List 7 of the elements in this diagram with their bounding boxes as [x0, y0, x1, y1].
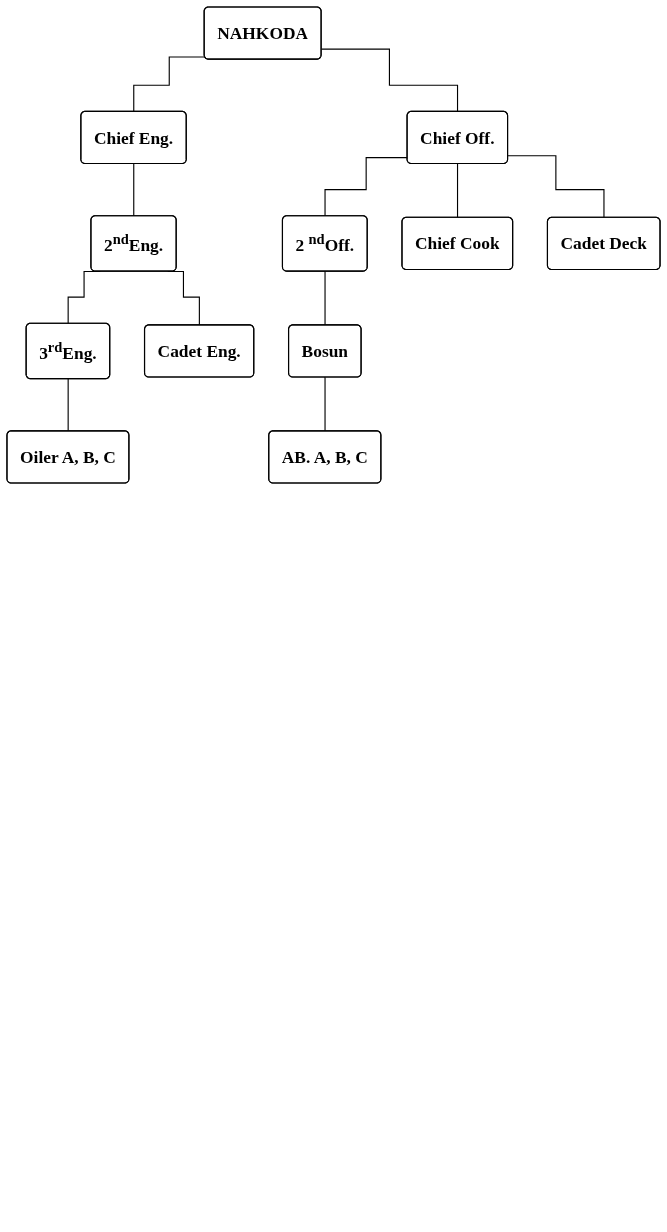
connector: [324, 376, 326, 432]
connector: [456, 163, 459, 219]
connector: [324, 270, 326, 326]
connector: [67, 378, 69, 432]
connector: [133, 163, 135, 217]
connector: [133, 56, 206, 113]
connector: [507, 155, 605, 219]
